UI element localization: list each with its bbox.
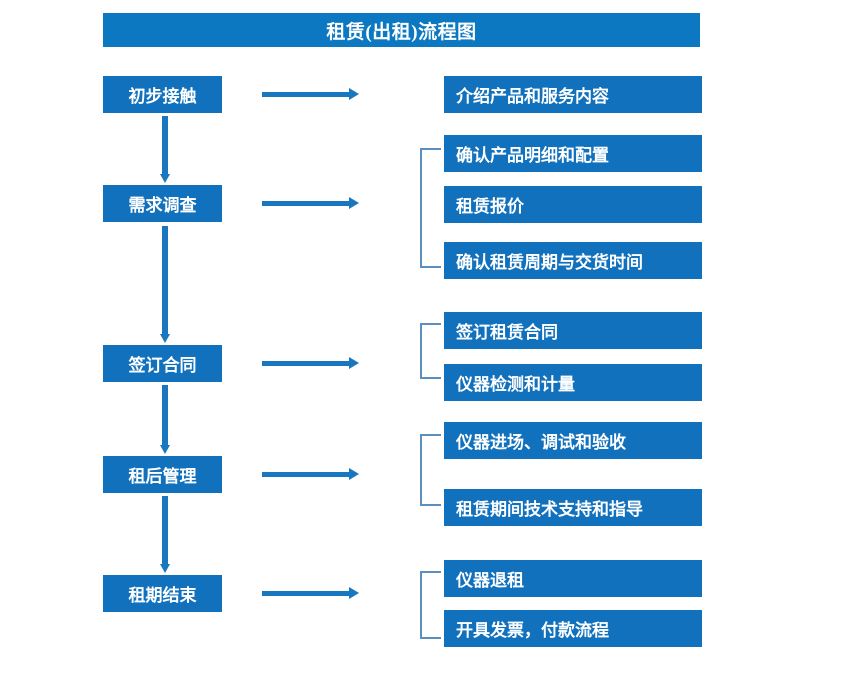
arrow-head-down-icon <box>160 334 170 343</box>
detail-box-1-1[interactable]: 介绍产品和服务内容 <box>444 76 702 113</box>
arrow-shaft-icon <box>262 472 350 477</box>
stage-label: 租期结束 <box>128 586 197 605</box>
flow-arrow-right-5 <box>262 587 359 599</box>
arrow-head-right-icon <box>349 197 359 209</box>
arrow-head-right-icon <box>349 468 359 480</box>
detail-label: 确认产品明细和配置 <box>456 146 609 165</box>
stage-box-租期结束[interactable]: 租期结束 <box>103 575 222 612</box>
stage-box-租后管理[interactable]: 租后管理 <box>103 456 222 493</box>
flow-arrow-down-3 <box>160 385 170 454</box>
stage-label: 需求调查 <box>128 196 197 215</box>
arrow-shaft-icon <box>262 361 350 366</box>
group-bracket-2 <box>420 148 441 268</box>
detail-label: 仪器进场、调试和验收 <box>456 433 626 452</box>
arrow-shaft-icon <box>262 92 350 97</box>
arrow-shaft-icon <box>262 591 350 596</box>
arrow-shaft-icon <box>162 226 168 334</box>
detail-label: 仪器退租 <box>456 571 524 590</box>
flow-arrow-right-3 <box>262 357 359 369</box>
arrow-head-down-icon <box>160 564 170 573</box>
flow-arrow-right-4 <box>262 468 359 480</box>
arrow-head-down-icon <box>160 174 170 183</box>
arrow-shaft-icon <box>162 496 168 564</box>
flow-arrow-down-2 <box>160 226 170 343</box>
detail-box-2-3[interactable]: 确认租赁周期与交货时间 <box>444 242 702 279</box>
group-bracket-3 <box>420 323 441 379</box>
detail-box-5-2[interactable]: 开具发票，付款流程 <box>444 610 702 647</box>
stage-box-初步接触[interactable]: 初步接触 <box>103 76 222 113</box>
arrow-shaft-icon <box>162 116 168 174</box>
detail-box-3-1[interactable]: 签订租赁合同 <box>444 312 702 349</box>
detail-box-2-1[interactable]: 确认产品明细和配置 <box>444 135 702 172</box>
detail-label: 租赁报价 <box>456 197 524 216</box>
detail-label: 开具发票，付款流程 <box>456 621 609 640</box>
diagram-title: 租赁(出租)流程图 <box>103 13 700 47</box>
stage-label: 租后管理 <box>128 467 197 486</box>
arrow-head-right-icon <box>349 587 359 599</box>
arrow-head-right-icon <box>349 88 359 100</box>
group-bracket-4 <box>420 434 441 506</box>
flow-arrow-right-2 <box>262 197 359 209</box>
stage-label: 初步接触 <box>128 87 197 106</box>
detail-label: 介绍产品和服务内容 <box>456 87 609 106</box>
detail-label: 确认租赁周期与交货时间 <box>456 253 643 272</box>
detail-label: 仪器检测和计量 <box>456 375 575 394</box>
flow-arrow-down-1 <box>160 116 170 183</box>
detail-box-4-1[interactable]: 仪器进场、调试和验收 <box>444 422 702 459</box>
detail-label: 签订租赁合同 <box>456 323 558 342</box>
flow-arrow-right-1 <box>262 88 359 100</box>
arrow-shaft-icon <box>162 385 168 445</box>
stage-box-签订合同[interactable]: 签订合同 <box>103 345 222 382</box>
arrow-head-right-icon <box>349 357 359 369</box>
detail-box-4-2[interactable]: 租赁期间技术支持和指导 <box>444 489 702 526</box>
group-bracket-5 <box>420 571 441 639</box>
detail-label: 租赁期间技术支持和指导 <box>456 500 643 519</box>
arrow-head-down-icon <box>160 445 170 454</box>
detail-box-3-2[interactable]: 仪器检测和计量 <box>444 364 702 401</box>
stage-label: 签订合同 <box>128 356 197 375</box>
detail-box-2-2[interactable]: 租赁报价 <box>444 186 702 223</box>
detail-box-5-1[interactable]: 仪器退租 <box>444 560 702 597</box>
flow-arrow-down-4 <box>160 496 170 573</box>
arrow-shaft-icon <box>262 201 350 206</box>
stage-box-需求调查[interactable]: 需求调查 <box>103 185 222 222</box>
